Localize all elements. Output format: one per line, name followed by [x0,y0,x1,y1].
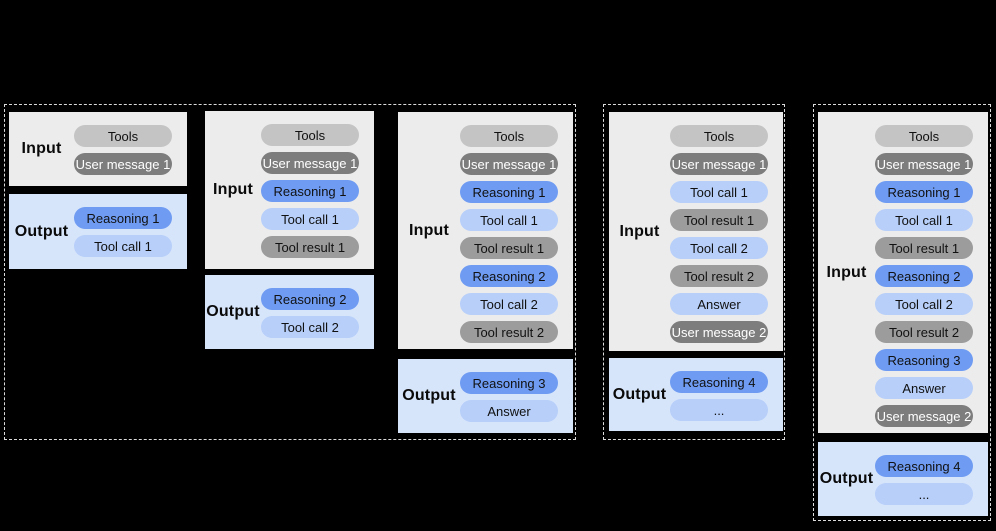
pill-tools: Tools [460,125,558,147]
pill-answer: Answer [875,377,973,399]
pill-reasoning-4: Reasoning 4 [670,371,768,393]
step3-output-pills: Reasoning 3 Answer [460,359,558,433]
pill-user-message-1: User message 1 [875,153,973,175]
pill-user-message-2: User message 2 [670,321,768,343]
pill-tool-result-2: Tool result 2 [875,321,973,343]
input-label: Input [408,221,450,239]
step5-output-pills: Reasoning 4... [875,442,973,516]
input-label: Input [619,222,660,240]
input-label: Input [212,181,254,198]
pill-tool-result-2: Tool result 2 [460,321,558,343]
pill-tools: Tools [74,125,172,147]
pill-user-message-1: User message 1 [670,153,768,175]
step2-output-panel: Output Reasoning 2 Tool call 2 [205,275,374,349]
pill-answer: Answer [460,400,558,422]
pill-tool-call-2: Tool call 2 [261,316,359,338]
output-label: Output [206,303,260,320]
step4-output-panel: Output Reasoning 4... [609,358,783,431]
pill-tools: Tools [875,125,973,147]
pill-reasoning-2: Reasoning 2 [875,265,973,287]
pill-reasoning-1: Reasoning 1 [261,180,359,202]
pill-user-message-2: User message 2 [875,405,973,427]
step1-output-panel: Output Reasoning 1 Tool call 1 [9,194,187,269]
pill-tool-call-1: Tool call 1 [261,208,359,230]
pill-: ... [875,483,973,505]
pill-tool-call-2: Tool call 2 [875,293,973,315]
input-label: Input [21,140,62,157]
pill-tool-result-1: Tool result 1 [670,209,768,231]
pill-user-message-1: User message 1 [261,152,359,174]
pill-tool-result-1: Tool result 1 [875,237,973,259]
step1-output-pills: Reasoning 1 Tool call 1 [74,194,172,269]
pill-user-message-1: User message 1 [460,153,558,175]
pill-: ... [670,399,768,421]
pill-tool-call-1: Tool call 1 [670,181,768,203]
pill-answer: Answer [670,293,768,315]
pill-reasoning-3: Reasoning 3 [875,349,973,371]
step2-output-pills: Reasoning 2 Tool call 2 [261,275,359,349]
output-label: Output [612,385,667,403]
pill-tool-result-1: Tool result 1 [261,236,359,258]
output-label: Output [819,470,874,487]
pill-reasoning-1: Reasoning 1 [74,207,172,229]
output-label: Output [14,222,69,240]
step4-output-pills: Reasoning 4... [670,358,768,431]
step3-output-panel: Output Reasoning 3 Answer [398,359,573,433]
pill-tool-call-1: Tool call 1 [875,209,973,231]
pill-reasoning-4: Reasoning 4 [875,455,973,477]
pill-reasoning-3: Reasoning 3 [460,372,558,394]
pill-reasoning-2: Reasoning 2 [460,265,558,287]
pill-tools: Tools [261,124,359,146]
pill-tool-call-2: Tool call 2 [460,293,558,315]
pill-tool-result-2: Tool result 2 [670,265,768,287]
pill-tool-result-1: Tool result 1 [460,237,558,259]
step5-output-panel: Output Reasoning 4... [818,442,988,516]
pill-reasoning-2: Reasoning 2 [261,288,359,310]
pill-tool-call-1: Tool call 1 [74,235,172,257]
pill-reasoning-1: Reasoning 1 [875,181,973,203]
input-label: Input [826,263,867,281]
pill-tools: Tools [670,125,768,147]
output-label: Output [402,387,456,404]
pill-tool-call-1: Tool call 1 [460,209,558,231]
pill-tool-call-2: Tool call 2 [670,237,768,259]
pill-reasoning-1: Reasoning 1 [460,181,558,203]
pill-user-message-1: User message 1 [74,153,172,175]
